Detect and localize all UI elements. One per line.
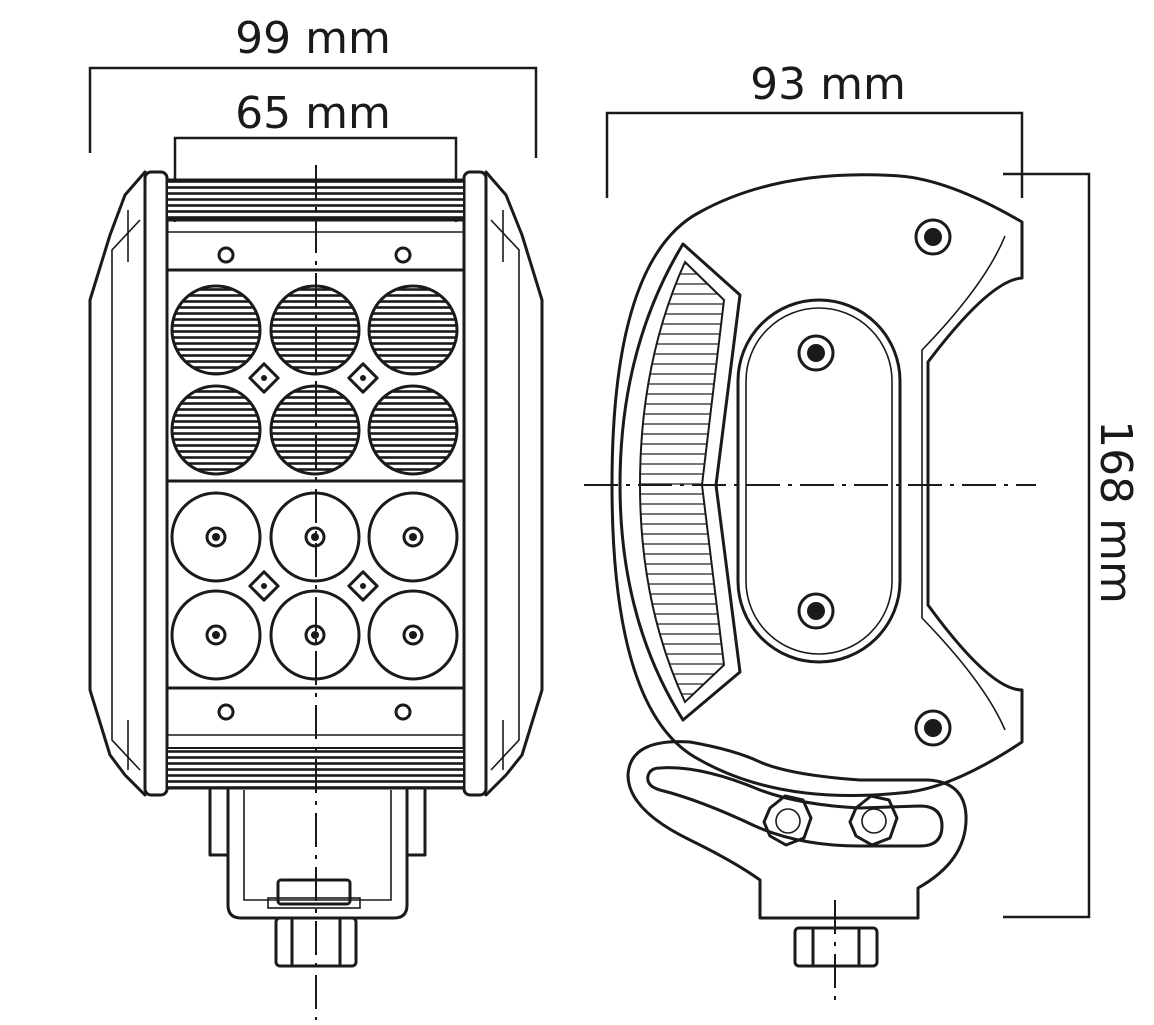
spot-led-4 xyxy=(170,384,262,476)
side-housing xyxy=(610,173,1024,798)
side-bolt-2 xyxy=(848,794,899,847)
dimension-height-label: 168 mm xyxy=(1090,420,1141,604)
front-screw-top-right xyxy=(394,246,412,264)
flood-led-6 xyxy=(367,589,459,681)
left-end-cap xyxy=(143,170,169,797)
mounting-bracket xyxy=(208,783,427,920)
side-screw-oval-bottom xyxy=(797,592,835,630)
dimension-height: 168 mm xyxy=(1003,172,1141,919)
side-oval-plate xyxy=(736,298,902,664)
side-screw-bottom-right xyxy=(914,709,952,747)
front-screw-top-left xyxy=(217,246,235,264)
front-view xyxy=(88,165,544,1020)
right-end-cap xyxy=(462,170,488,797)
dimension-overall-width-label: 99 mm xyxy=(235,13,391,64)
flood-led-reflectors xyxy=(170,491,459,681)
dimension-mount-width-label: 65 mm xyxy=(235,88,391,139)
spot-led-6 xyxy=(367,384,459,476)
diamond-accent-1 xyxy=(248,362,280,394)
left-side-bracket xyxy=(88,170,147,797)
side-bolt-1 xyxy=(762,794,813,847)
diamond-accent-4 xyxy=(347,570,379,602)
right-side-bracket xyxy=(484,170,544,797)
side-mount-base xyxy=(626,740,968,920)
dimension-depth: 93 mm xyxy=(605,59,1024,198)
spot-led-1 xyxy=(170,284,262,376)
side-screw-oval-top xyxy=(797,334,835,372)
dimension-overall-width: 99 mm xyxy=(88,13,538,158)
side-screw-top-right xyxy=(914,218,952,256)
flood-led-4 xyxy=(170,589,262,681)
spot-led-reflectors xyxy=(170,284,459,476)
front-screw-bottom-left xyxy=(217,703,235,721)
spot-led-3 xyxy=(367,284,459,376)
side-fin-channel xyxy=(618,242,742,722)
side-view xyxy=(584,173,1036,1000)
front-screw-bottom-right xyxy=(394,703,412,721)
dimension-depth-label: 93 mm xyxy=(750,59,906,110)
flood-led-3 xyxy=(367,491,459,583)
diamond-accent-3 xyxy=(248,570,280,602)
flood-led-1 xyxy=(170,491,262,583)
diamond-accent-2 xyxy=(347,362,379,394)
